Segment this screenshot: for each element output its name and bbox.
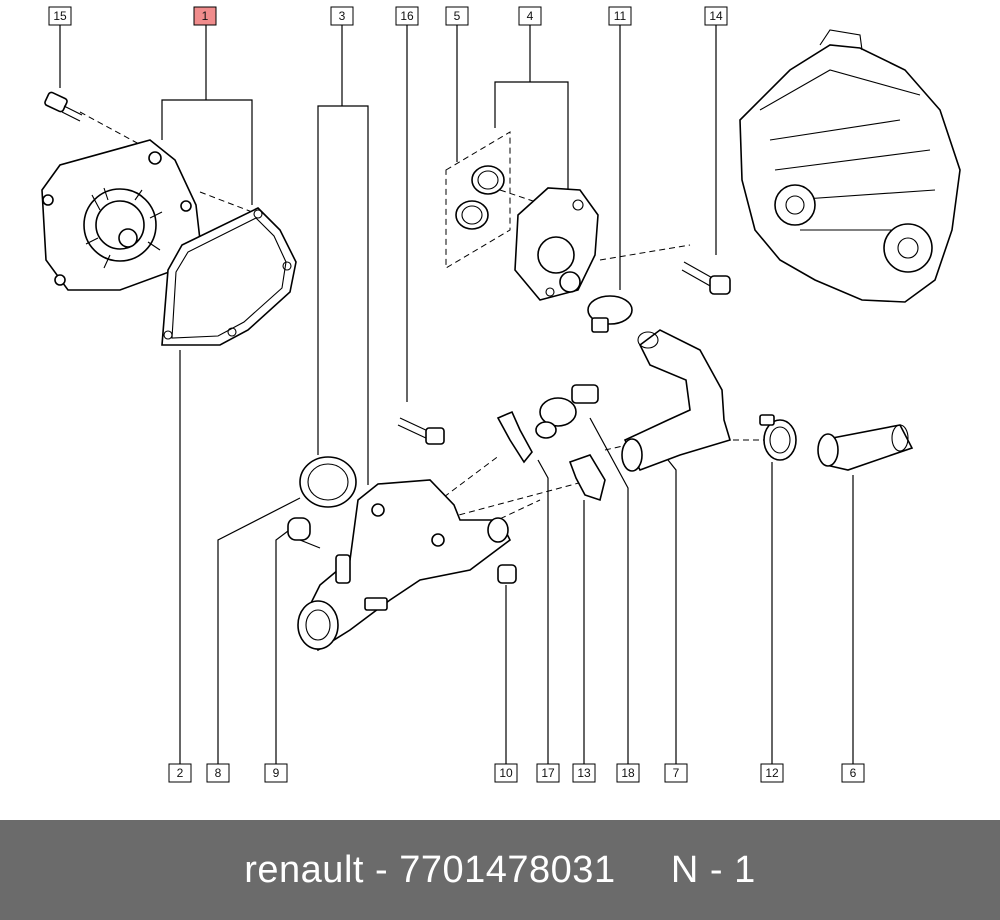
svg-text:12: 12	[765, 766, 779, 780]
svg-text:2: 2	[177, 766, 184, 780]
svg-text:10: 10	[499, 766, 513, 780]
gasket-2-drawing	[161, 207, 297, 346]
svg-text:5: 5	[454, 9, 461, 23]
bolt-16-drawing	[397, 417, 445, 445]
callout-label-12: 12	[760, 763, 784, 783]
cap-10-drawing	[497, 564, 517, 584]
gasket-17-drawing	[496, 410, 533, 464]
highlight-box	[193, 6, 217, 26]
connector-6-drawing	[817, 424, 914, 471]
engine-overview-drawing	[739, 29, 961, 303]
callout-label-2: 2	[168, 763, 192, 783]
svg-text:1: 1	[202, 9, 209, 23]
callout-label-5: 5	[445, 6, 469, 26]
callout-label-9: 9	[264, 763, 288, 783]
svg-text:16: 16	[400, 9, 414, 23]
spacer-text	[616, 849, 671, 892]
callout-label-17: 17	[536, 763, 560, 783]
callout-label-8: 8	[206, 763, 230, 783]
callout-label-6: 6	[841, 763, 865, 783]
callout-label-11: 11	[608, 6, 632, 26]
part-number-text: 7701478031	[399, 848, 616, 891]
bolt-15-drawing	[44, 91, 83, 122]
callout-label-14: 14	[704, 6, 728, 26]
callout-label-15: 15	[48, 6, 72, 26]
svg-text:13: 13	[577, 766, 591, 780]
callout-label-7: 7	[664, 763, 688, 783]
clamp-11-drawing	[587, 295, 633, 333]
clip-13-drawing	[568, 454, 606, 502]
callout-label-13: 13	[572, 763, 596, 783]
clamp-12-drawing	[759, 414, 797, 461]
sensor-18-drawing	[535, 384, 599, 439]
callout-label-10: 10	[494, 763, 518, 783]
svg-text:14: 14	[709, 9, 723, 23]
callout-label-16: 16	[395, 6, 419, 26]
o-ring-8-drawing	[299, 456, 357, 508]
seal-5-drawing	[455, 165, 505, 230]
svg-text:4: 4	[527, 9, 534, 23]
brand-text: renault	[244, 848, 364, 891]
callout-label-3: 3	[330, 6, 354, 26]
svg-text:17: 17	[541, 766, 555, 780]
svg-text:11: 11	[614, 9, 627, 23]
coolant-housing-3-drawing	[297, 479, 512, 652]
svg-text:15: 15	[53, 9, 67, 23]
svg-text:9: 9	[273, 766, 280, 780]
water-pump-drawing	[41, 139, 201, 291]
suffix-text: N - 1	[670, 848, 756, 891]
callout-label-18: 18	[616, 763, 640, 783]
exploded-parts-diagram: 1 15 3 16 5 4 11 14 2 8 9 10	[41, 6, 961, 783]
separator-text: -	[363, 848, 400, 891]
callout-label-4: 4	[518, 6, 542, 26]
thermostat-housing-4-drawing	[514, 187, 599, 301]
svg-text:6: 6	[850, 766, 857, 780]
callout-label-1: 1	[193, 6, 217, 26]
svg-text:7: 7	[673, 766, 680, 780]
plug-9-drawing	[287, 517, 321, 549]
leader-lines	[59, 25, 854, 764]
svg-text:3: 3	[339, 9, 346, 23]
hose-7-drawing	[621, 329, 731, 472]
svg-text:8: 8	[215, 766, 222, 780]
bolt-14-drawing	[681, 261, 731, 295]
part-number-banner: renault - 7701478031 N - 1	[0, 820, 1000, 920]
svg-text:18: 18	[621, 766, 635, 780]
